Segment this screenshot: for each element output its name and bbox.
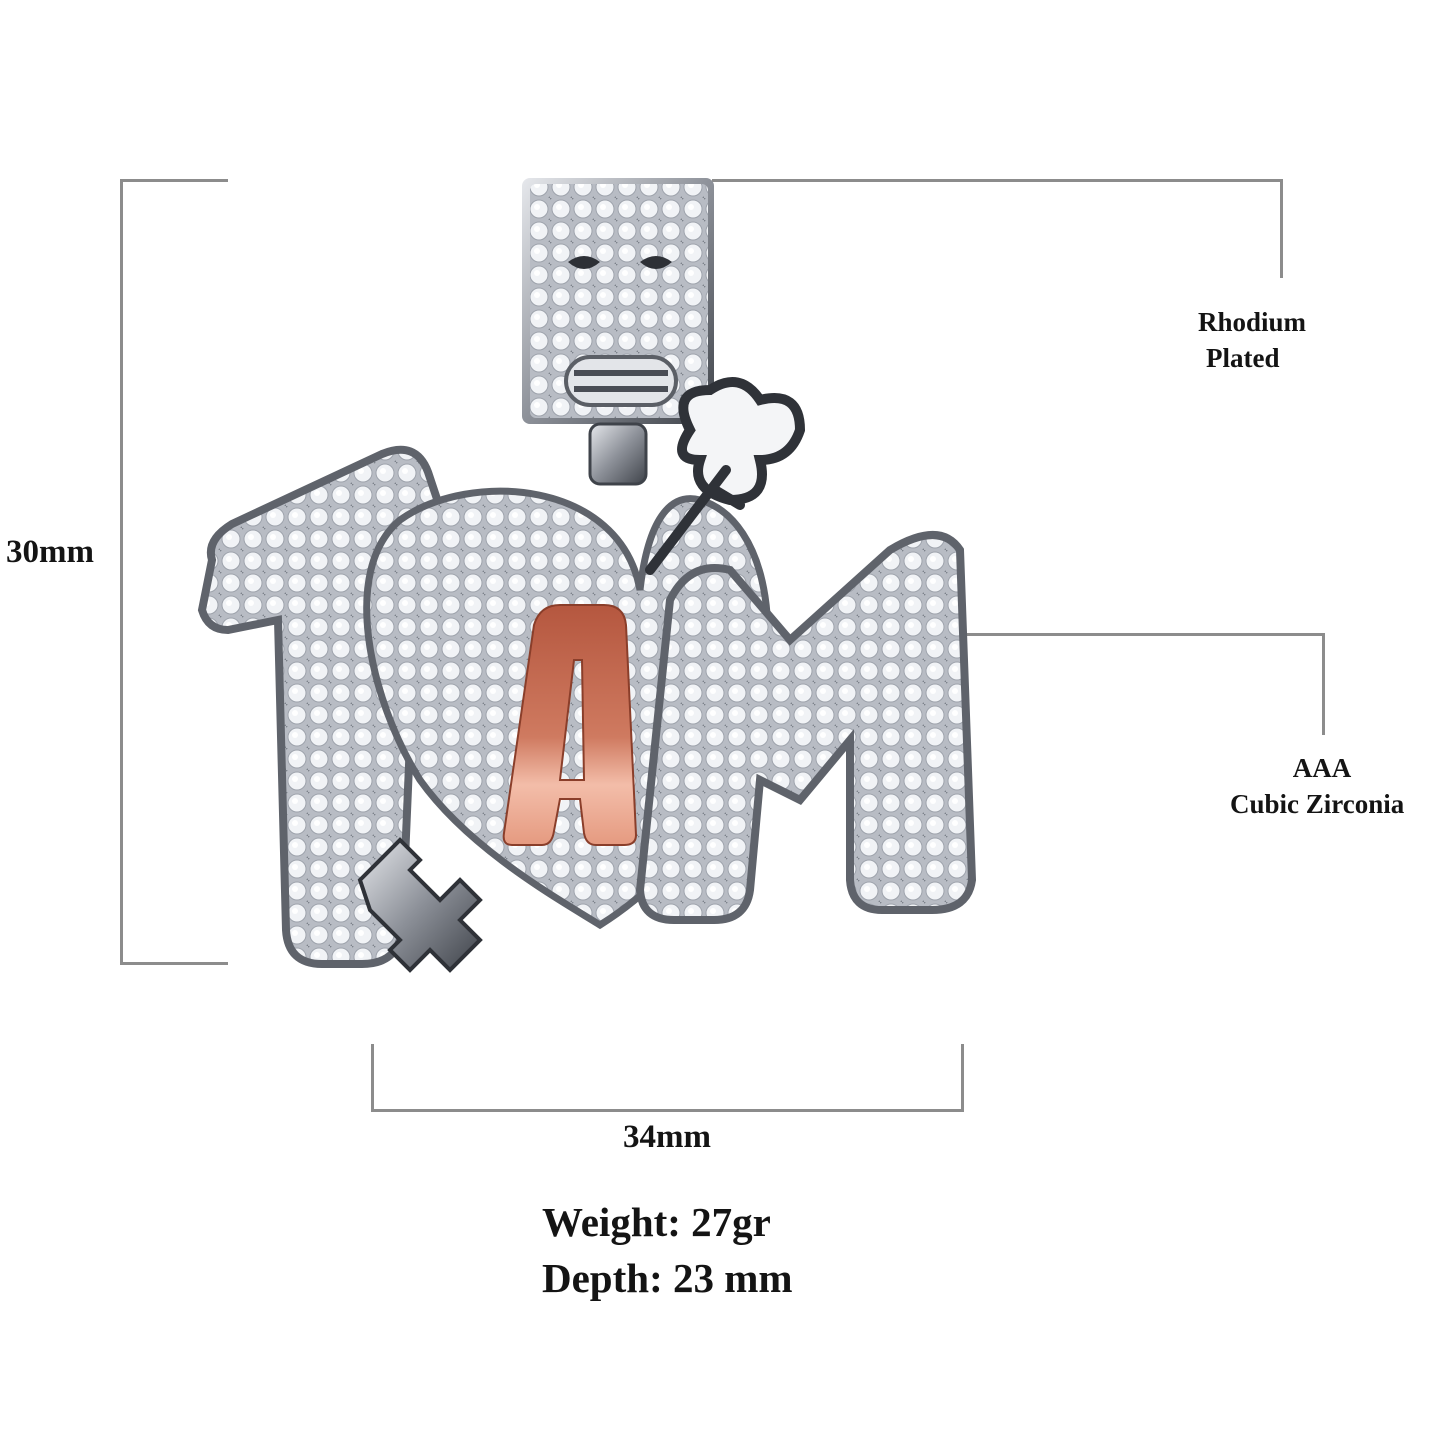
- bail-block: [522, 178, 714, 486]
- letter-m: [635, 531, 977, 924]
- width-dimension-right-tick: [961, 1044, 964, 1112]
- weight-spec: Weight: 27gr: [542, 1199, 771, 1245]
- width-dimension-left-tick: [371, 1044, 374, 1112]
- height-dimension-vertical-line: [120, 179, 123, 965]
- key-top: [645, 377, 806, 575]
- height-dimension-label: 30mm: [6, 534, 94, 570]
- height-dimension-top-tick: [120, 179, 228, 182]
- stones-callout-line2: Cubic Zirconia: [1230, 789, 1405, 819]
- rose-gold-letter-a: [502, 604, 638, 846]
- stones-callout-vertical-line: [1322, 633, 1325, 735]
- plating-callout-vertical-line: [1280, 179, 1283, 278]
- stones-callout-line1: AAA: [1292, 753, 1352, 783]
- width-dimension-label: 34mm: [623, 1119, 711, 1155]
- plating-callout-horizontal-line: [712, 179, 1283, 182]
- plating-callout-line2: Plated: [1206, 343, 1280, 373]
- plating-callout-line1: Rhodium: [1198, 307, 1307, 337]
- key-bottom: [357, 837, 483, 973]
- depth-spec: Depth: 23 mm: [542, 1255, 793, 1301]
- stones-callout-horizontal-line: [855, 633, 1325, 636]
- height-dimension-bottom-tick: [120, 962, 228, 965]
- width-dimension-horizontal-line: [371, 1109, 964, 1112]
